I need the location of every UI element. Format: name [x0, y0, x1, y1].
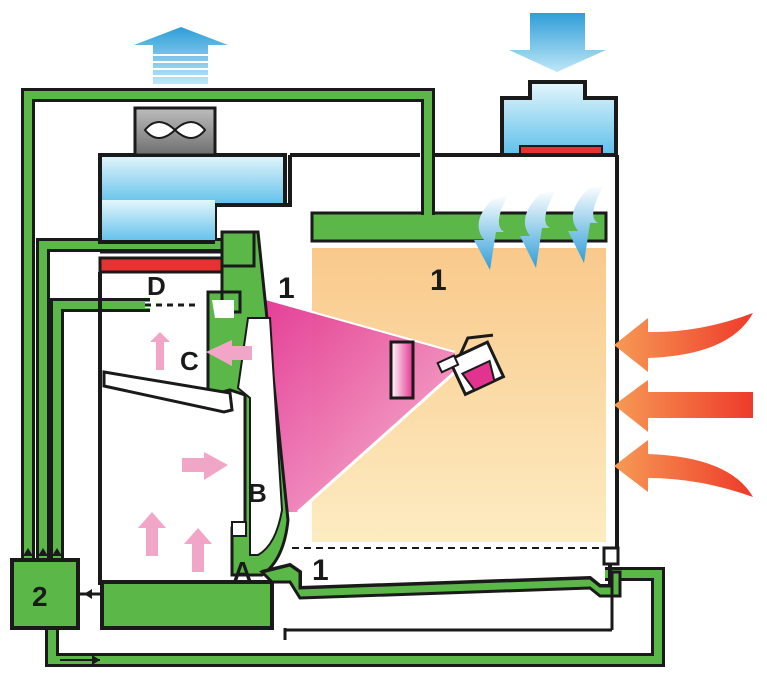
zone-1-left-label: 1: [278, 272, 295, 305]
exhaust-filter: [98, 256, 224, 274]
fan-icon: [143, 121, 207, 139]
green-ductwork: [21, 88, 665, 667]
workpiece-panel: [389, 340, 415, 400]
exhaust-hood: [98, 153, 287, 207]
baffle-plate: [102, 370, 234, 414]
water-tank: [100, 580, 274, 630]
point-b-label: B: [248, 478, 267, 508]
spray-gun-icon: [436, 333, 506, 397]
unit-2-label: 2: [32, 581, 48, 612]
point-a-label: A: [233, 556, 252, 586]
inflow-wave-icon: [474, 185, 604, 270]
intake-unit: [500, 80, 618, 157]
intake-arrow-down-icon: [509, 13, 606, 72]
unit-2-box: [10, 558, 80, 630]
zone-1-floor-label: 1: [312, 554, 329, 587]
ceiling-plenum: [310, 211, 608, 243]
airflow-arrow-icon: [138, 332, 252, 572]
exhaust-arrow-up-icon: [134, 27, 228, 84]
point-c-label: C: [180, 346, 199, 376]
heat-arrow-icon: [614, 313, 753, 497]
zone-1-right-label: 1: [430, 264, 447, 297]
point-d-label: D: [147, 271, 166, 301]
